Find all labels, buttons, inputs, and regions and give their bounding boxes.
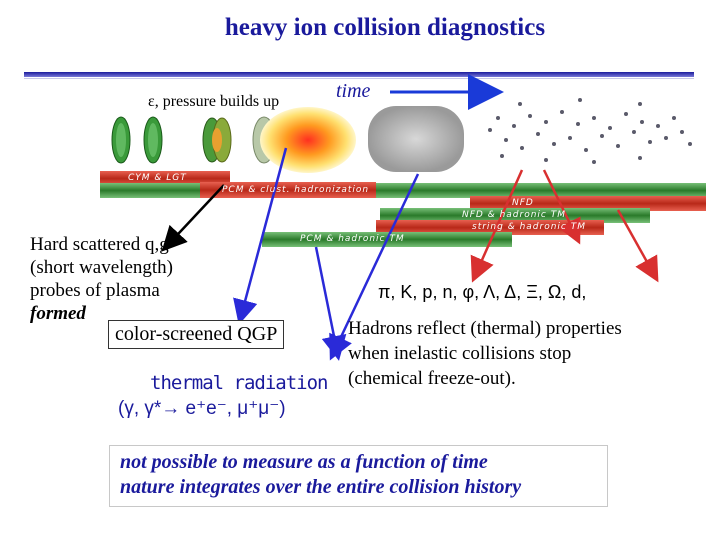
qgp-label: color-screened QGP [108, 320, 284, 349]
hadrons-line: Hadrons reflect (thermal) properties [348, 316, 622, 341]
hadron-gas-icon [488, 98, 692, 164]
expanding-qgp-icon [368, 106, 464, 172]
hadrons-line: when inelastic collisions stop [348, 341, 622, 366]
band-label: string & hadronic TM [472, 218, 586, 236]
hard-scattered-line: Hard scattered q,g [30, 233, 173, 256]
incoming-nuclei-icon [112, 117, 162, 163]
not-possible-line: nature integrates over the entire collis… [120, 475, 521, 500]
band-label: PCM & hadronic TM [300, 230, 405, 248]
overlapping-nuclei-icon [203, 118, 231, 162]
fireball-icon [260, 107, 356, 173]
dilepton-label: (γ, γ*→ e⁺e⁻, μ⁺μ⁻) [118, 397, 286, 420]
hadrons-line: (chemical freeze-out). [348, 366, 622, 391]
hadrons-reflect-text: Hadrons reflect (thermal) properties whe… [348, 316, 622, 391]
band-label: PCM & clust. hadronization [222, 181, 369, 199]
not-possible-line: not possible to measure as a function of… [120, 450, 521, 475]
hard-scattered-line: (short wavelength) [30, 256, 173, 279]
thermal-radiation-label: thermal radiation [150, 372, 327, 394]
thermal-arrow-2 [316, 247, 338, 356]
hard-scattered-text: Hard scattered q,g (short wavelength) pr… [30, 233, 173, 325]
band-label: CYM & LGT [128, 169, 187, 187]
particle-list: π, K, p, n, φ, Λ, Δ, Ξ, Ω, d, [378, 282, 586, 303]
hard-scattered-line: probes of plasma [30, 279, 173, 302]
not-possible-text: not possible to measure as a function of… [120, 450, 521, 500]
